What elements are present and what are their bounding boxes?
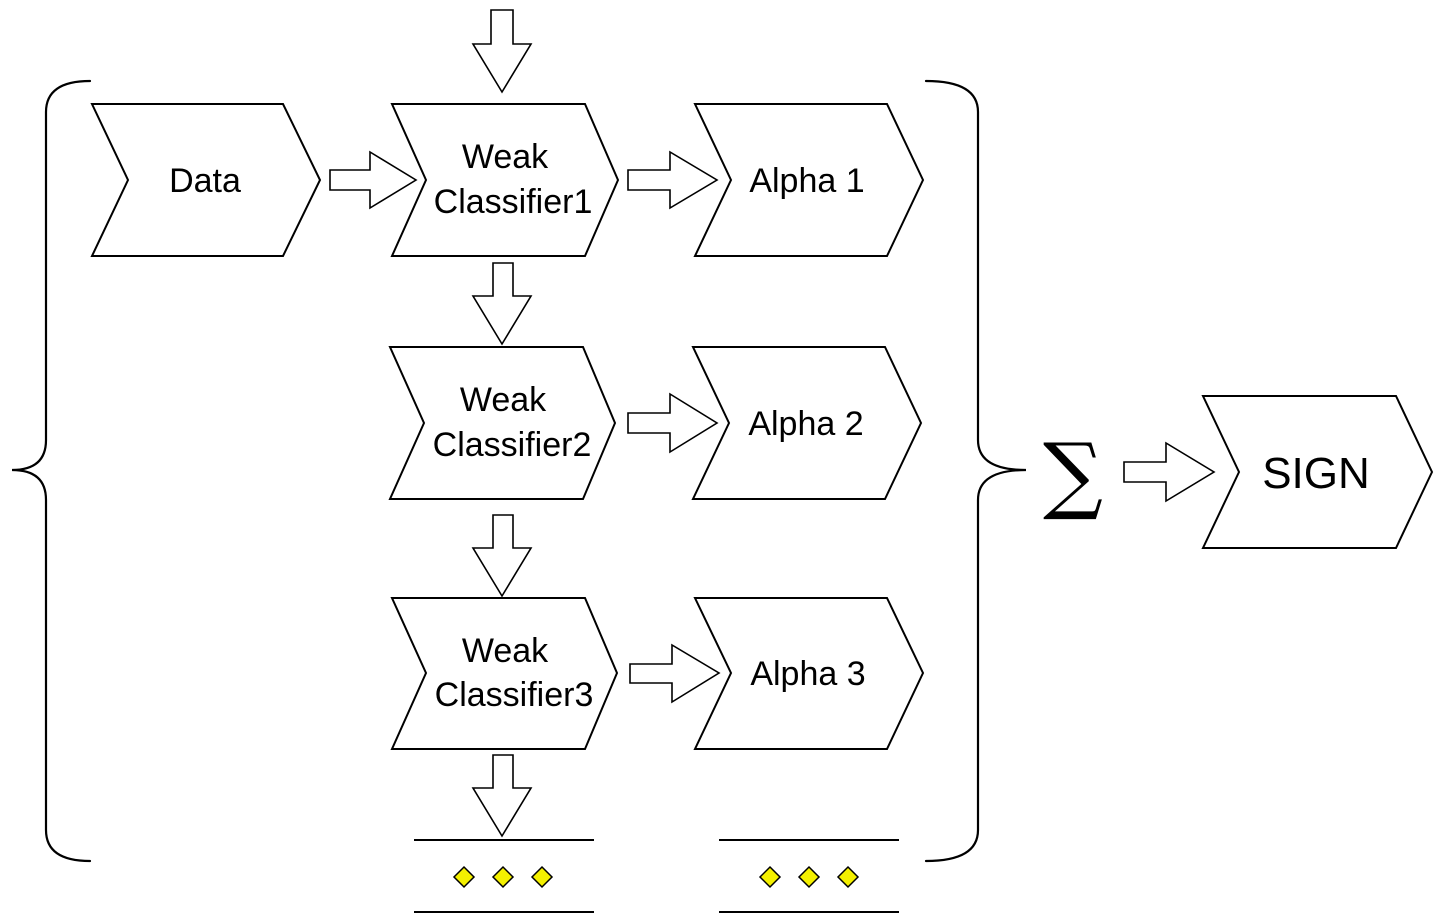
arrow-weak3-to-more [471,754,533,838]
alpha-2-node: Alpha 2 [691,346,923,500]
weak-classifier-3-line-1: Weak [462,632,549,670]
ellipsis-dot [491,865,515,889]
left-brace [11,79,92,863]
alpha-3-node: Alpha 3 [693,597,925,750]
classifier-ellipsis [414,839,594,913]
arrow-weak2-to-weak3 [471,514,533,598]
weak-classifier-3-line-2: Classifier3 [435,676,594,714]
sign-label: SIGN [1262,449,1370,498]
alpha-ellipsis [719,839,899,913]
sign-node: SIGN [1201,395,1434,549]
input-arrow [471,9,533,94]
ellipsis-dot [758,865,782,889]
ellipsis-dot [452,865,476,889]
weak-classifier-2-node: Weak Classifier2 [388,346,617,500]
weak-classifier-1-line-1: Weak [462,138,549,176]
weak-classifier-3-node: Weak Classifier3 [390,597,619,750]
data-node: Data [90,103,322,257]
weak-classifier-1-node: Weak Classifier1 [390,103,620,257]
data-label: Data [169,162,241,200]
arrow-weak2-to-alpha2 [627,392,719,454]
alpha-1-node: Alpha 1 [693,103,925,257]
right-brace [924,79,1027,863]
alpha-1-label: Alpha 1 [749,162,864,200]
summation-symbol: ∑ [1043,425,1103,523]
arrow-weak1-to-alpha1 [627,150,719,210]
alpha-2-label: Alpha 2 [748,405,863,443]
arrow-weak1-to-weak2 [471,262,533,346]
ellipsis-dot [530,865,554,889]
weak-classifier-2-line-1: Weak [460,381,547,419]
arrow-data-to-weak1 [329,150,418,210]
ellipsis-dot [797,865,821,889]
weak-classifier-1-line-2: Classifier1 [434,183,593,221]
ellipsis-dot [836,865,860,889]
arrow-weak3-to-alpha3 [629,643,721,704]
weak-classifier-2-line-2: Classifier2 [433,426,592,464]
arrow-sum-to-sign [1123,441,1216,503]
alpha-3-label: Alpha 3 [750,655,865,693]
